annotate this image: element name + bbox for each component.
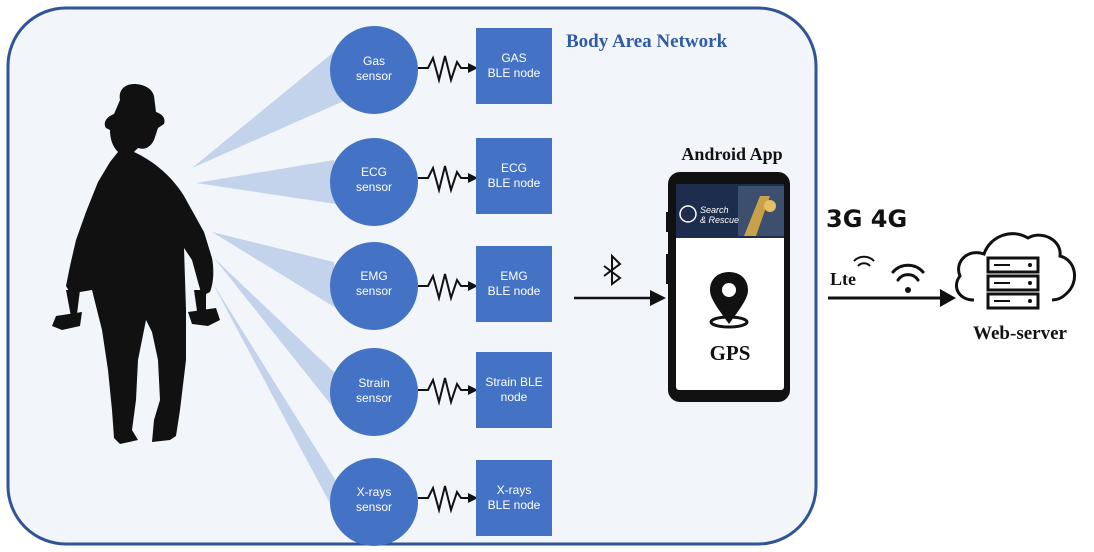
xrays-node-label: X-rays BLE node xyxy=(476,483,552,513)
strain-ble-node xyxy=(476,352,552,428)
gas-sensor-label-line1: Gas xyxy=(362,54,385,68)
signal-arrow-emg xyxy=(418,273,472,302)
signal-arrow-xrays xyxy=(418,485,472,514)
gas-node-label-line1: GAS xyxy=(501,51,527,65)
android-phone xyxy=(666,172,790,402)
firefighter-silhouette-icon xyxy=(52,84,220,444)
xrays-node-label-line1: X-rays xyxy=(496,483,532,497)
xrays-sensor-label: X-rays sensor xyxy=(334,485,414,515)
beam-strain xyxy=(214,258,340,416)
gas-ble-node xyxy=(476,28,552,104)
gas-sensor-label-line2: sensor xyxy=(355,69,393,83)
ecg-sensor xyxy=(330,138,418,226)
ble-nodes xyxy=(476,28,552,536)
xrays-node-label-line2: BLE node xyxy=(487,498,541,512)
strain-node-label-line1: Strain BLE xyxy=(485,375,543,389)
ecg-node-label: ECG BLE node xyxy=(476,161,552,191)
emg-node-label-line1: EMG xyxy=(500,269,528,283)
emg-sensor-label: EMG sensor xyxy=(334,269,414,299)
ecg-ble-node xyxy=(476,138,552,214)
ecg-sensor-label-line2: sensor xyxy=(355,180,393,194)
strain-sensor xyxy=(330,348,418,436)
emg-sensor-label-line1: EMG xyxy=(360,269,388,283)
xrays-ble-node xyxy=(476,460,552,536)
ecg-sensor-label-line1: ECG xyxy=(360,165,387,179)
app-banner-text: Search & Rescue xyxy=(700,205,742,226)
bluetooth-icon xyxy=(603,253,622,286)
network-title: Body Area Network xyxy=(566,31,728,52)
cellular-link xyxy=(828,289,956,307)
beam-gas xyxy=(192,42,346,168)
beam-ecg xyxy=(196,160,336,204)
gas-sensor xyxy=(330,26,418,114)
sensor-circles xyxy=(330,26,418,546)
ecg-sensor-label: ECG sensor xyxy=(334,165,414,195)
ecg-node-label-line1: ECG xyxy=(500,161,527,175)
xrays-sensor xyxy=(330,458,418,546)
bluetooth-link xyxy=(574,290,666,306)
gps-label: GPS xyxy=(709,341,751,365)
app-banner-line2: & Rescue xyxy=(700,215,740,226)
strain-node-label-line2: node xyxy=(500,390,528,404)
network-generations-label: 3G 4G xyxy=(826,205,908,233)
web-server-label: Web-server xyxy=(973,323,1067,344)
strain-sensor-label: Strain sensor xyxy=(334,376,414,406)
ecg-node-label-line2: BLE node xyxy=(487,176,541,190)
beam-emg xyxy=(212,232,336,308)
android-app-title: Android App xyxy=(681,144,783,164)
signal-arrow-ecg xyxy=(418,165,472,194)
gas-sensor-label: Gas sensor xyxy=(334,54,414,84)
xrays-sensor-label-line2: sensor xyxy=(355,500,393,514)
location-pin-icon xyxy=(709,272,749,329)
sensor-beams xyxy=(192,42,346,526)
strain-sensor-label-line1: Strain xyxy=(358,376,390,390)
strain-node-label: Strain BLE node xyxy=(476,375,552,405)
gas-node-label: GAS BLE node xyxy=(476,51,552,81)
app-banner-line1: Search xyxy=(700,205,729,215)
emg-ble-node xyxy=(476,246,552,322)
cloud-server-icon xyxy=(955,232,1076,310)
strain-sensor-label-line2: sensor xyxy=(355,391,393,405)
lte-label: Lte xyxy=(830,269,856,289)
signal-arrow-gas xyxy=(418,55,472,84)
gas-node-label-line2: BLE node xyxy=(487,66,541,80)
emg-node-label-line2: BLE node xyxy=(487,284,541,298)
beam-xrays xyxy=(212,282,342,526)
emg-sensor xyxy=(330,242,418,330)
signal-arrowheads xyxy=(468,63,478,503)
signal-arrows xyxy=(418,55,472,514)
emg-sensor-label-line2: sensor xyxy=(355,284,393,298)
rescue-logo-icon xyxy=(679,205,697,223)
lte-signal-icon xyxy=(853,255,875,267)
signal-arrow-strain xyxy=(418,377,472,406)
emg-node-label: EMG BLE node xyxy=(476,269,552,299)
wifi-icon xyxy=(891,263,925,293)
xrays-sensor-label-line1: X-rays xyxy=(356,485,392,499)
